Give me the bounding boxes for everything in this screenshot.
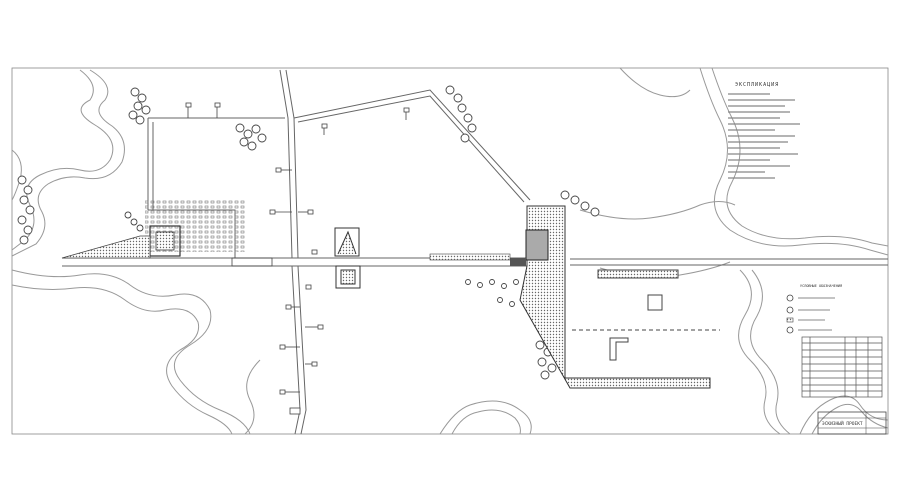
- title-block: ЭСКИЗНЫЙ ПРОЕКТ: [817, 411, 887, 435]
- site-markers: [185, 102, 410, 415]
- memorial-square-left: [61, 225, 181, 259]
- road-network: [62, 69, 888, 435]
- schedule-table: [801, 336, 883, 398]
- tree-clusters: [17, 85, 600, 380]
- field-structures: [572, 269, 720, 361]
- sheet-border: [11, 67, 889, 435]
- central-monument: [334, 227, 361, 289]
- legend-title: УСЛОВНЫЕ ОБОЗНАЧЕНИЯ: [800, 284, 842, 288]
- alley: [429, 253, 511, 261]
- title-block-heading: ЭСКИЗНЫЙ ПРОЕКТ: [822, 420, 863, 427]
- legend-block: УСЛОВНЫЕ ОБОЗНАЧЕНИЯ: [786, 284, 842, 334]
- explication-title: ЭКСПЛИКАЦИЯ: [735, 82, 779, 88]
- explication-block: ЭКСПЛИКАЦИЯ: [728, 82, 800, 179]
- main-memorial-complex: [510, 205, 711, 389]
